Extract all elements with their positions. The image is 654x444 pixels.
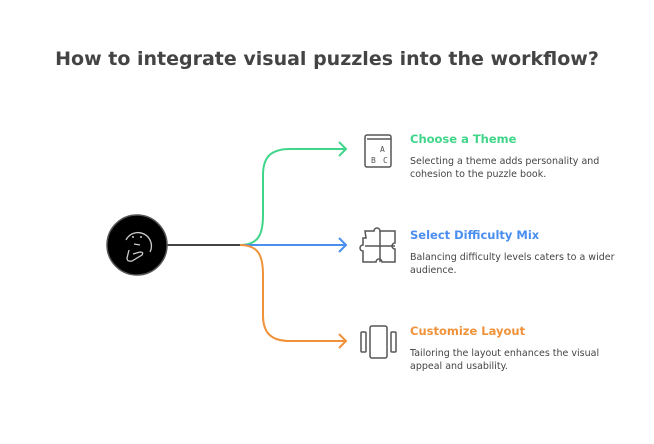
item-description: Tailoring the layout enhances the visual…	[410, 348, 600, 372]
svg-text:A: A	[380, 145, 385, 154]
layout-icon	[360, 325, 397, 359]
item-choose-theme: Choose a Theme Selecting a theme adds pe…	[410, 132, 630, 181]
item-title: Select Difficulty Mix	[410, 228, 540, 242]
arrow-head-icon	[338, 141, 348, 157]
diagram-title: How to integrate visual puzzles into the…	[55, 48, 599, 70]
item-description: Balancing difficulty levels caters to a …	[410, 252, 615, 276]
arrow-head-icon	[338, 237, 348, 253]
thinking-face-icon	[106, 214, 168, 276]
puzzle-icon	[359, 227, 396, 263]
svg-text:B: B	[371, 156, 376, 165]
connector-theme	[239, 148, 346, 246]
item-customize-layout: Customize Layout Tailoring the layout en…	[410, 324, 630, 373]
arrow-head-icon	[338, 333, 348, 349]
item-title: Customize Layout	[410, 324, 526, 338]
item-select-difficulty: Select Difficulty Mix Balancing difficul…	[410, 228, 630, 277]
svg-text:C: C	[383, 156, 388, 165]
abc-book-icon: A B C	[364, 134, 392, 168]
item-description: Selecting a theme adds personality and c…	[410, 156, 600, 180]
item-title: Choose a Theme	[410, 132, 517, 146]
connector-layout	[239, 244, 346, 342]
